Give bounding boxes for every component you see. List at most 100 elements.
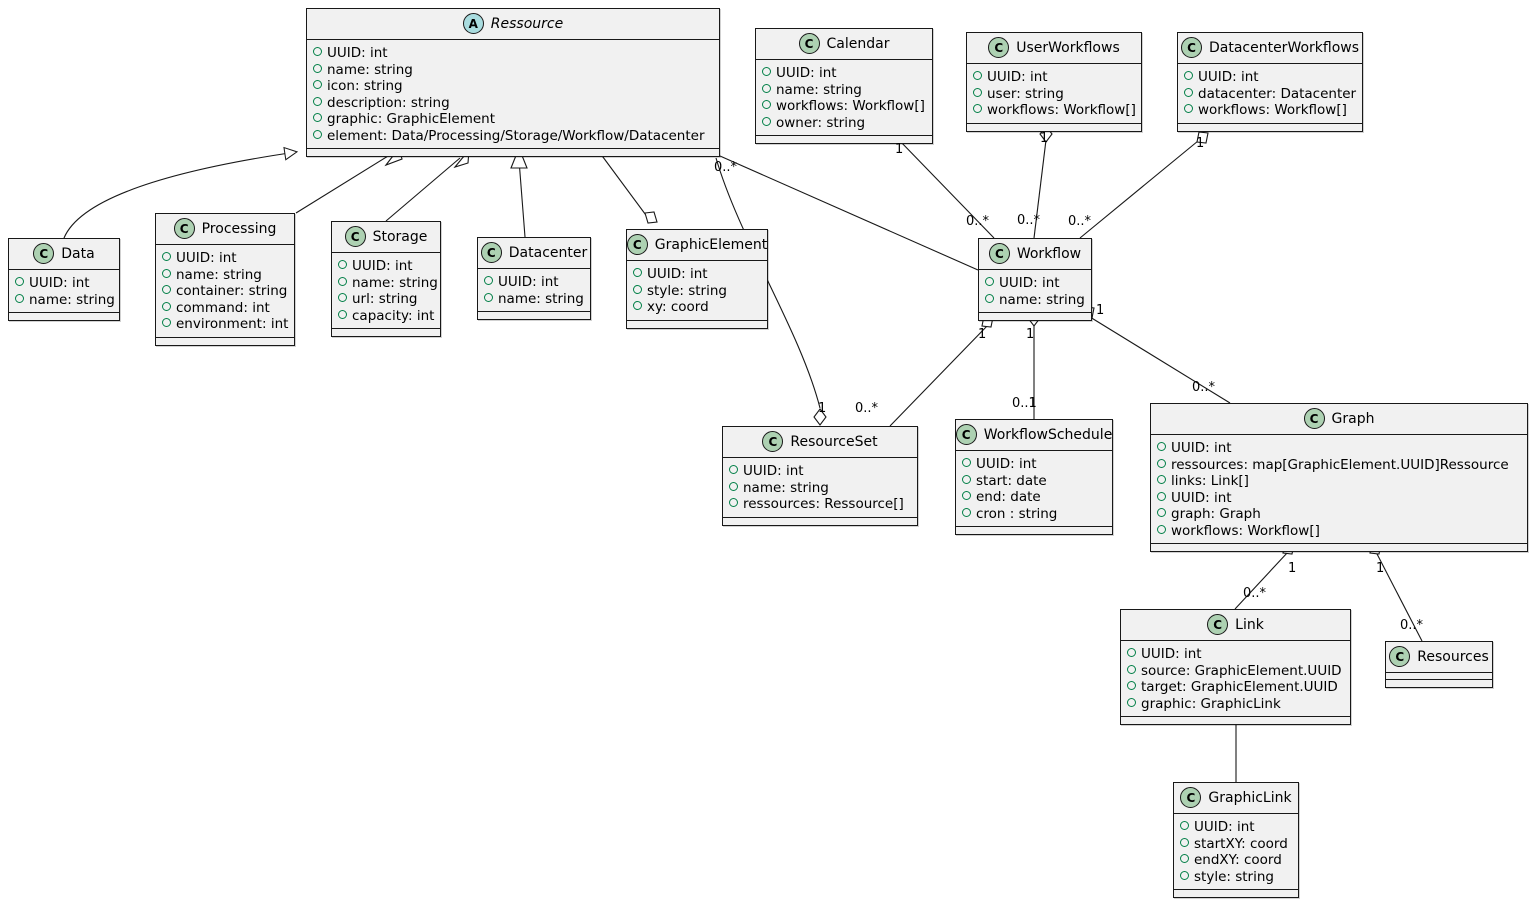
multiplicity-label: 0..*	[855, 401, 879, 416]
attribute-row: style: string	[633, 283, 761, 300]
class-icon: C	[1303, 408, 1325, 429]
public-visibility-icon	[313, 96, 322, 106]
attribute-label: workflows: Workflow[]	[776, 98, 925, 114]
public-visibility-icon	[1157, 491, 1166, 501]
attribute-row: startXY: coord	[1180, 836, 1292, 853]
attribute-row: owner: string	[762, 115, 926, 132]
attribute-row: UUID: int	[313, 45, 713, 62]
attribute-label: links: Link[]	[1171, 473, 1249, 489]
class-methods-ressource	[307, 149, 719, 156]
multiplicity-label: 0..*	[966, 214, 990, 229]
edge-datacenter-inherits-ressource	[518, 159, 526, 238]
attribute-row: cron : string	[962, 506, 1106, 523]
multiplicity-label: 0..*	[1068, 214, 1092, 229]
attribute-label: UUID: int	[352, 258, 413, 274]
attribute-label: UUID: int	[1171, 489, 1232, 506]
public-visibility-icon	[313, 80, 322, 89]
attribute-row: workflows: Workflow[]	[973, 102, 1136, 119]
class-title-data: Data	[61, 245, 95, 262]
attribute-label: style: string	[1194, 868, 1274, 885]
attribute-row: environment: int	[162, 316, 288, 333]
class-icon: C	[1180, 37, 1202, 58]
attribute-label: UUID: int	[1198, 69, 1259, 85]
attribute-label: cron : string	[976, 505, 1058, 522]
class-title-resourceset: ResourceSet	[790, 433, 878, 450]
attribute-row: name: string	[762, 82, 926, 99]
attribute-label: element: Data/Processing/Storage/Workflo…	[327, 127, 705, 144]
public-visibility-icon	[1157, 508, 1166, 517]
attribute-label: UUID: int	[776, 65, 837, 81]
class-methods-datacenter	[478, 312, 590, 319]
public-visibility-icon	[162, 301, 171, 311]
public-visibility-icon	[729, 465, 738, 474]
public-visibility-icon	[633, 301, 642, 310]
class-title-datacenterworkflows: DatacenterWorkflows	[1208, 39, 1360, 56]
attribute-row: ressources: Ressource[]	[729, 496, 911, 513]
attribute-label: container: string	[176, 283, 288, 299]
class-methods-userworkflows	[967, 123, 1141, 131]
class-title-resources: Resources	[1417, 648, 1489, 665]
class-icon: C	[344, 226, 366, 247]
class-box-resources[interactable]: C Resources	[1385, 641, 1493, 688]
attribute-label: owner: string	[776, 114, 866, 131]
class-methods-link	[1121, 717, 1350, 724]
class-icon: C	[1389, 646, 1411, 667]
attribute-label: datacenter: Datacenter	[1198, 85, 1357, 102]
class-icon: C	[626, 234, 648, 255]
public-visibility-icon	[313, 63, 322, 73]
multiplicity-label: 1	[1376, 561, 1385, 576]
class-title-graph: Graph	[1331, 410, 1375, 427]
attribute-row: user: string	[973, 86, 1135, 103]
attribute-label: endXY: coord	[1194, 852, 1282, 868]
attribute-label: UUID: int	[1194, 819, 1255, 835]
attribute-row: endXY: coord	[1180, 852, 1292, 869]
class-methods-storage	[332, 329, 440, 336]
class-title-link: Link	[1235, 616, 1264, 633]
public-visibility-icon	[985, 277, 994, 286]
public-visibility-icon	[338, 309, 347, 319]
attribute-row: datacenter: Datacenter	[1184, 86, 1356, 103]
class-icon: C	[798, 33, 820, 54]
class-icon: C	[988, 243, 1010, 264]
multiplicity-label: 0..*	[1017, 213, 1041, 228]
attribute-label: startXY: coord	[1194, 835, 1288, 852]
attribute-row: UUID: int	[15, 275, 113, 292]
attribute-label: end: date	[976, 489, 1041, 505]
attribute-row: name: string	[313, 62, 713, 79]
edge-datacenterworkflows-aggregates-workflow	[1079, 140, 1199, 239]
attribute-label: description: string	[327, 94, 450, 111]
attribute-label: capacity: int	[352, 307, 435, 324]
class-methods-datacenterworkflows	[1178, 123, 1362, 131]
attribute-label: UUID: int	[999, 275, 1060, 291]
attribute-label: UUID: int	[987, 69, 1048, 85]
attribute-row: UUID: int	[1184, 69, 1356, 86]
edge-workflow-aggregates-resourceset	[889, 324, 989, 427]
attribute-label: UUID: int	[1171, 440, 1232, 456]
